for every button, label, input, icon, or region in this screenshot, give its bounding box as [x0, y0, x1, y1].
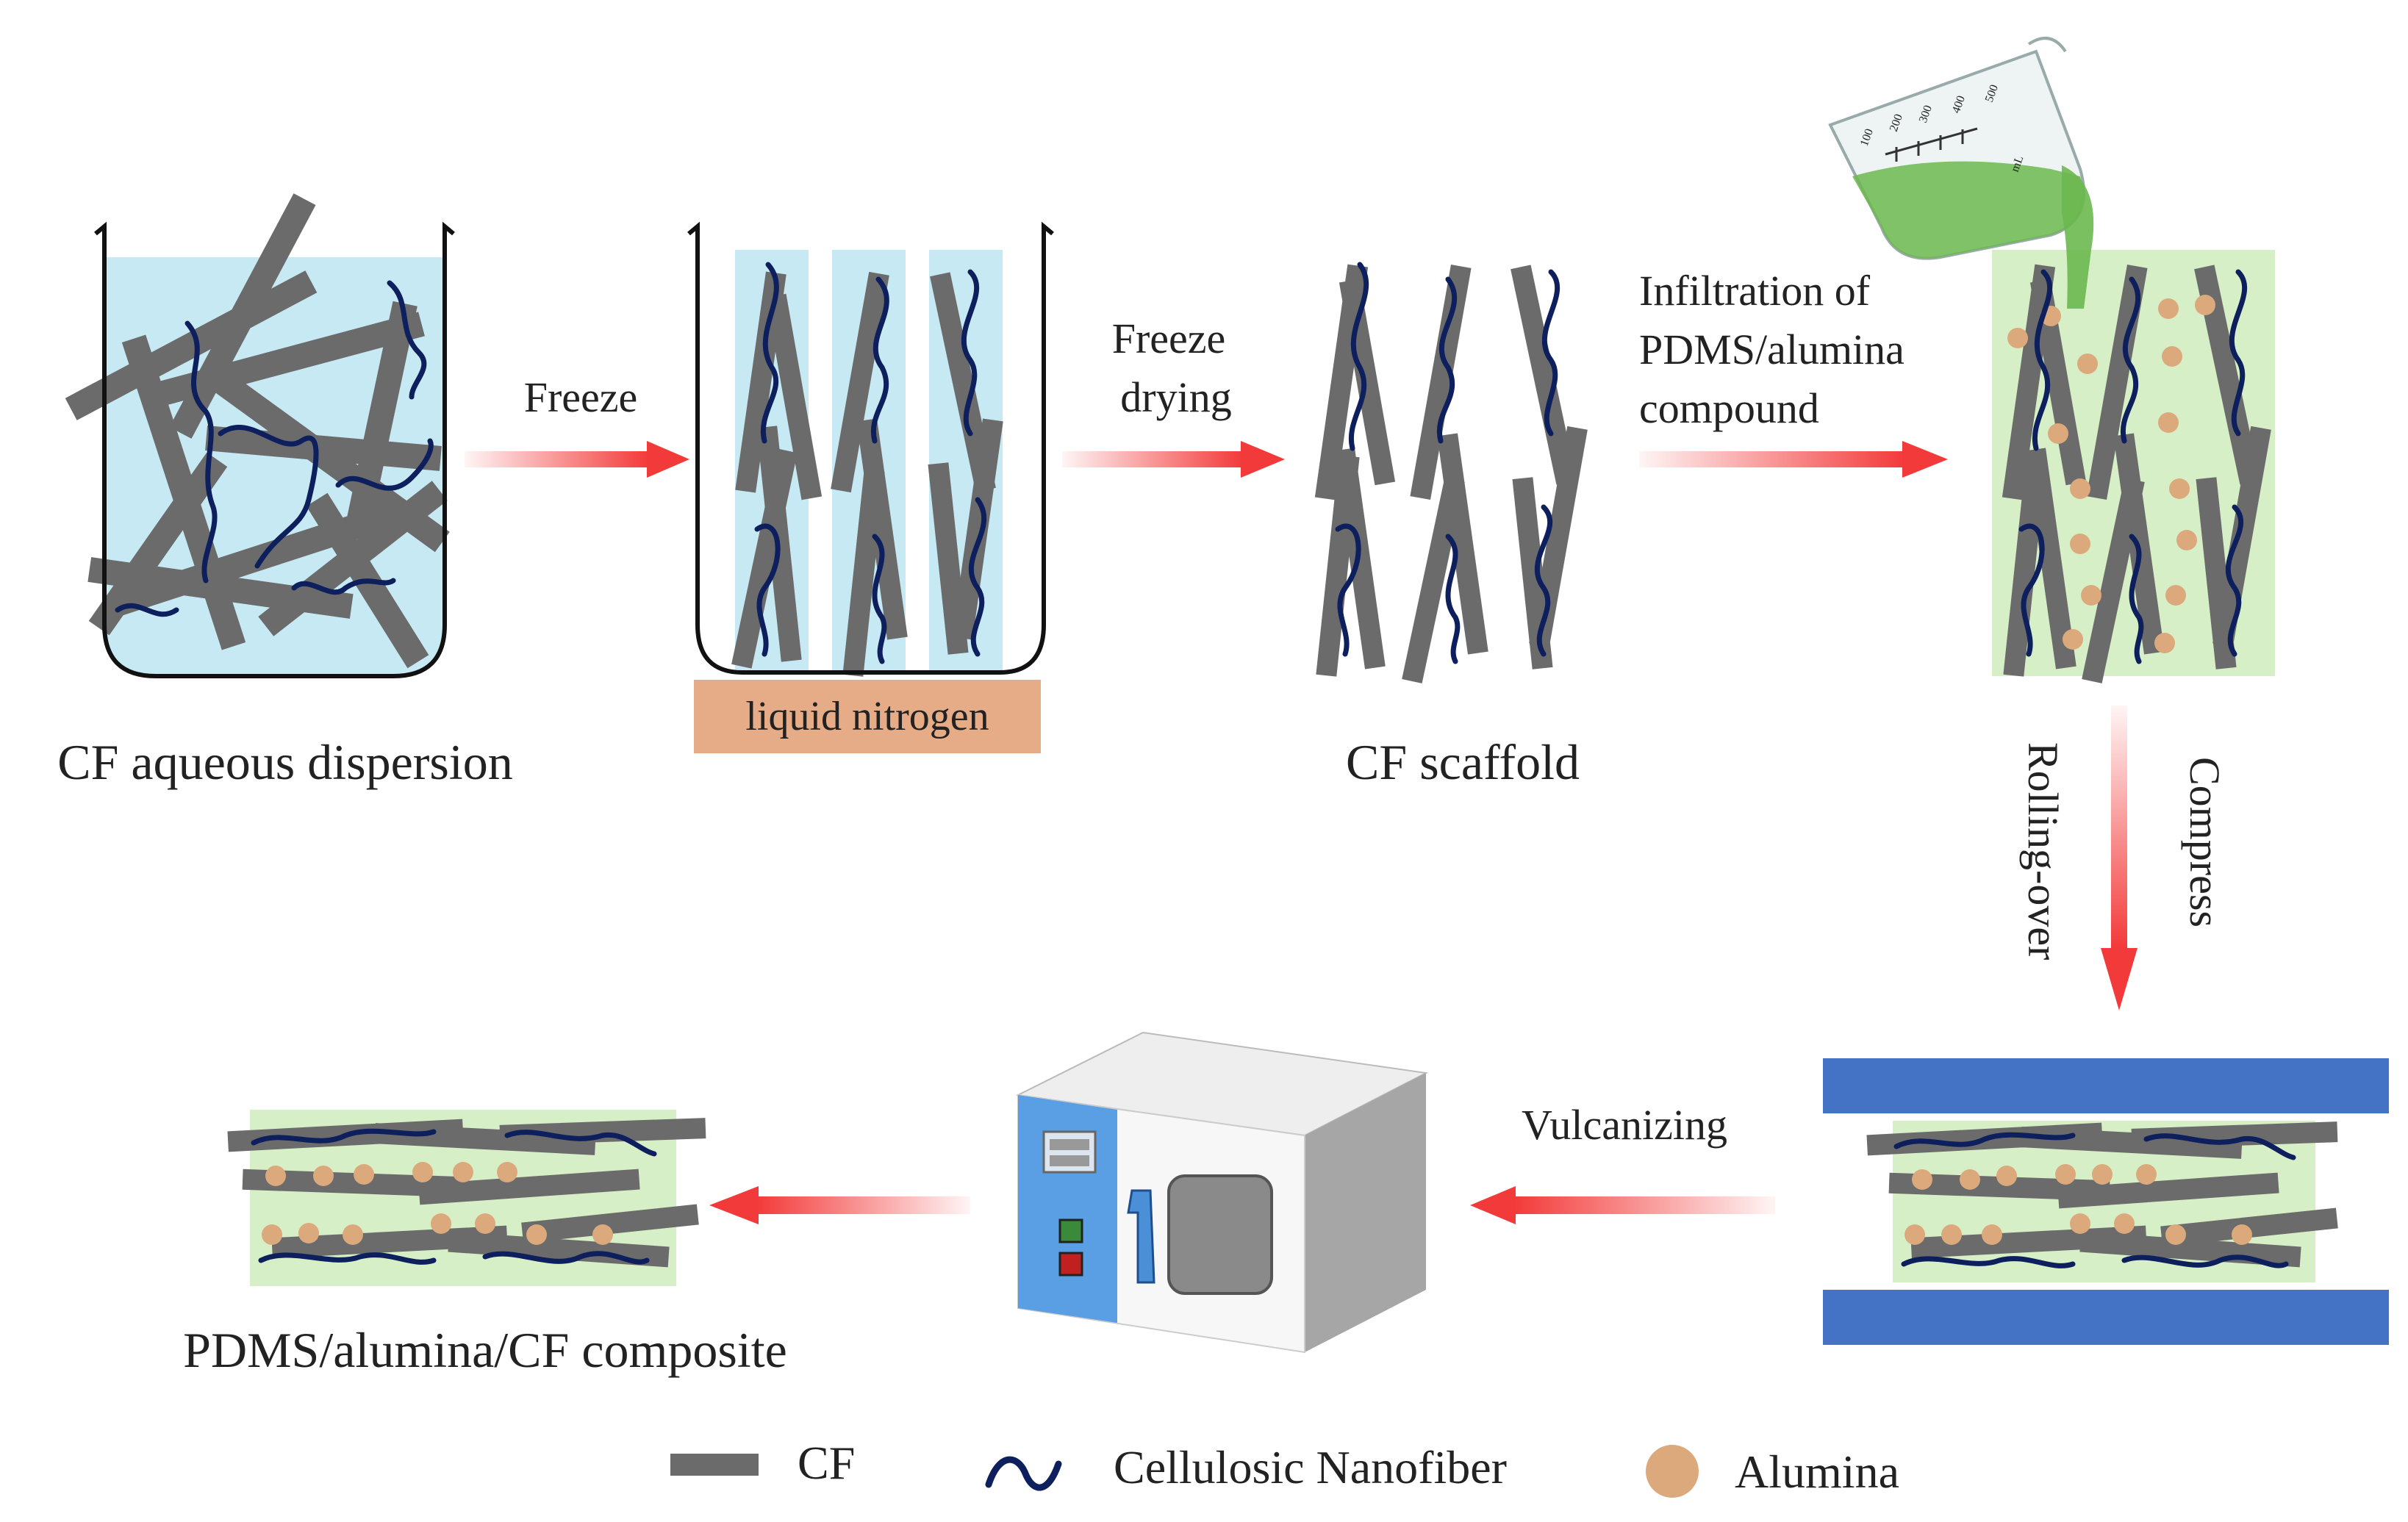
- beaker-graduations: [1885, 127, 1978, 162]
- process-arrows: [465, 441, 2138, 1224]
- oven-control-panel: [1018, 1095, 1117, 1323]
- oven-window: [1167, 1174, 1273, 1295]
- legend-alumina-swatch: [1646, 1445, 1699, 1498]
- infiltrated-scaffold: 100 200 300 400 500 mL: [1828, 37, 2275, 683]
- nanofibers-compressed-right: [1893, 1132, 2296, 1268]
- freeze-arrow: [465, 441, 689, 478]
- alumina-particles-composite: [262, 1162, 613, 1245]
- freeze-label: Freeze: [524, 373, 638, 421]
- nanofibers-aligned-1: [754, 262, 987, 664]
- oven-door-handle: [1127, 1189, 1155, 1284]
- step-labels: CF aqueous dispersion Freeze Freeze dryi…: [57, 267, 2229, 1378]
- scaffold-label: CF scaffold: [1346, 734, 1580, 790]
- liquid-nitrogen-bath: [694, 680, 1041, 753]
- cf-fibers-compressed-right: [1866, 1121, 2338, 1268]
- composite-label: PDMS/alumina/CF composite: [183, 1322, 787, 1378]
- legend-alumina-label: Alumina: [1735, 1446, 1899, 1498]
- legend-cf-label: CF: [798, 1437, 855, 1489]
- freeze-drying-arrow: [1062, 441, 1285, 478]
- infiltration-label-line1: Infiltration of: [1639, 267, 1871, 315]
- alumina-particles-infiltrated: [2007, 295, 2215, 653]
- alumina-particles-compressed-right: [1904, 1164, 2252, 1245]
- freeze-drying-label-line2: drying: [1120, 373, 1231, 421]
- bottom-press-plate: [1823, 1290, 2389, 1345]
- final-arrow: [709, 1186, 970, 1224]
- beaker-mark-ml: mL: [2009, 154, 2027, 174]
- compress-arrow: [2101, 706, 2138, 1011]
- legend: CF Cellulosic Nanofiber Alumina: [670, 1437, 1899, 1498]
- vulcanizing-label: Vulcanizing: [1522, 1101, 1727, 1149]
- legend-nanofiber-icon: [985, 1456, 1062, 1491]
- legend-cf-swatch: [670, 1454, 759, 1476]
- nanofibers-scaffold: [1335, 262, 1560, 664]
- liquid-nitrogen-label: liquid nitrogen: [745, 694, 989, 739]
- rolling-over-label: Rolling-over: [2019, 742, 2067, 960]
- legend-nanofiber-label: Cellulosic Nanofiber: [1114, 1441, 1507, 1493]
- oven-red-button: [1058, 1252, 1083, 1277]
- final-composite: [227, 1110, 706, 1286]
- cf-fibers-aligned-1: [731, 271, 1003, 677]
- nanofibers-composite: [251, 1128, 657, 1265]
- infiltration-label-line3: compound: [1639, 384, 1819, 432]
- dispersion-label: CF aqueous dispersion: [57, 734, 513, 790]
- oven-green-button: [1058, 1218, 1083, 1243]
- infiltration-label-line2: PDMS/alumina: [1639, 326, 1904, 373]
- infiltration-arrow: [1639, 441, 1948, 478]
- freeze-drying-label-line1: Freeze: [1112, 315, 1226, 362]
- nanofibers-infiltrated: [2018, 269, 2248, 664]
- dispersion-beaker: [65, 193, 455, 678]
- freeze-beaker: liquid nitrogen: [687, 221, 1054, 753]
- nanofibers-random: [115, 280, 434, 617]
- oven: [1015, 1031, 1429, 1354]
- compress-label: Compress: [2181, 757, 2229, 927]
- cf-scaffold: [1314, 262, 1588, 683]
- top-press-plate: [1823, 1058, 2389, 1113]
- pouring-beaker-icon: 100 200 300 400 500 mL: [1828, 37, 2094, 309]
- vulcanizing-arrow: [1470, 1186, 1775, 1224]
- compress-stack: [1823, 1058, 2389, 1345]
